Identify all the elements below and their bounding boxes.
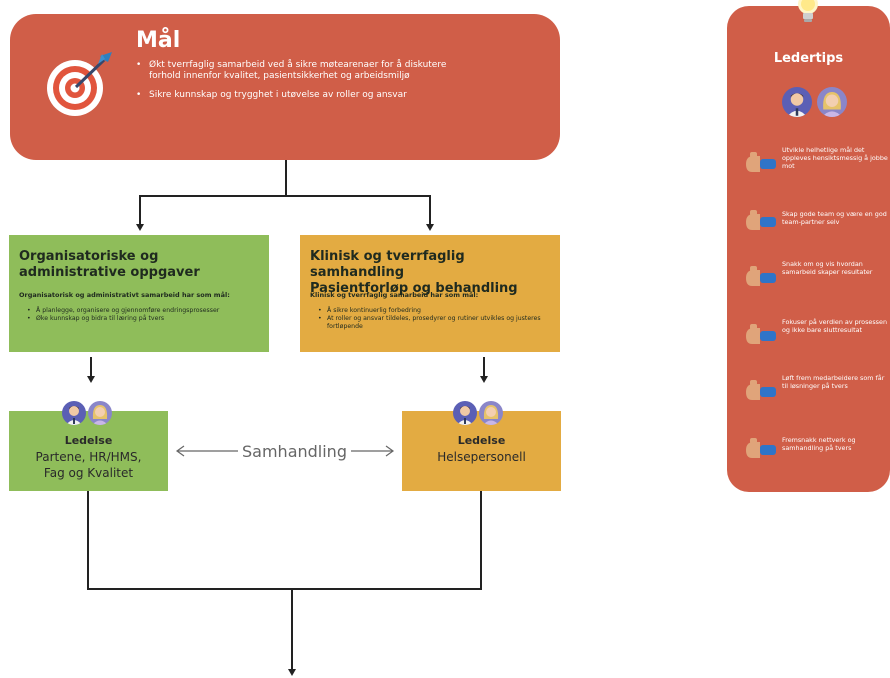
clinical-bullet: Å sikre kontinuerlig forbedring <box>318 307 546 315</box>
leadership-left-line: Fag og Kvalitet <box>43 466 134 480</box>
thumbs-up-icon <box>746 324 776 344</box>
arrowhead <box>480 376 488 383</box>
connector-line <box>285 160 287 196</box>
target-with-arrow-icon <box>47 52 112 116</box>
clinical-subtitle: Klinisk og tverrfaglig samarbeid har som… <box>310 291 479 299</box>
connector-line <box>483 357 485 377</box>
clinical-bullet: At roller og ansvar tildeles, prosedyrer… <box>318 315 546 331</box>
lightbulb-icon <box>798 0 818 22</box>
tip-item: Skap gode team og være en god team-partn… <box>744 204 890 240</box>
tip-text: Løft frem medarbeidere som får til løsni… <box>782 374 885 390</box>
tip-text: Fremsnakk nettverk og samhandling på tve… <box>782 436 856 452</box>
tip-item: Løft frem medarbeidere som får til løsni… <box>744 374 890 410</box>
goal-item: Sikre kunnskap og trygghet i utøvelse av… <box>136 90 456 101</box>
org-bullet: Øke kunnskap og bidra til læring på tver… <box>27 315 255 323</box>
man-avatar-icon <box>782 87 812 117</box>
arrowhead <box>136 224 144 231</box>
leadership-left-title: Ledelse <box>64 434 113 447</box>
leadership-right-title: Ledelse <box>457 434 506 447</box>
org-title-line: Organisatoriske og <box>19 249 159 264</box>
goal-list: Økt tverrfaglig samarbeid ved å sikre mø… <box>136 60 456 109</box>
org-admin-bullets: Å planlegge, organisere og gjennomføre e… <box>27 307 255 323</box>
leadership-right-line: Helsepersonell <box>437 450 526 464</box>
connector-line <box>139 195 141 225</box>
org-admin-title: Organisatoriske og administrative oppgav… <box>19 249 200 281</box>
tip-item: Fokuser på verdien av prosessen og ikke … <box>744 318 890 354</box>
org-bullet: Å planlegge, organisere og gjennomføre e… <box>27 307 255 315</box>
clinical-title-line: Klinisk og tverrfaglig samhandling <box>310 249 465 280</box>
goal-item: Økt tverrfaglig samarbeid ved å sikre mø… <box>136 60 456 82</box>
arrowhead <box>426 224 434 231</box>
woman-avatar-icon <box>479 401 503 425</box>
connector-line <box>90 357 92 377</box>
goal-title: Mål <box>136 28 181 53</box>
connector-line <box>480 491 482 589</box>
clinical-title-line: Pasientforløp og behandling <box>310 281 518 296</box>
arrowhead <box>288 669 296 676</box>
connector-line <box>87 588 482 590</box>
leader-tips-card <box>727 6 890 492</box>
clinical-box: Klinisk og tverrfaglig samhandling Pasie… <box>300 235 560 352</box>
connector-line <box>429 195 431 225</box>
thumbs-up-icon <box>746 210 776 230</box>
org-admin-box: Organisatoriske og administrative oppgav… <box>9 235 269 352</box>
tip-item: Utvikle helhetlige mål det oppleves hens… <box>744 146 890 182</box>
tip-item: Snakk om og vis hvordan samarbeid skaper… <box>744 260 890 296</box>
collaboration-label: Samhandling <box>238 442 351 461</box>
clinical-title: Klinisk og tverrfaglig samhandling Pasie… <box>310 249 560 297</box>
tip-text: Snakk om og vis hvordan samarbeid skaper… <box>782 260 873 276</box>
arrowhead <box>87 376 95 383</box>
thumbs-up-icon <box>746 438 776 458</box>
leadership-left-box: Ledelse Partene, HR/HMS, Fag og Kvalitet <box>9 411 168 491</box>
connector-line <box>87 491 89 589</box>
tip-item: Fremsnakk nettverk og samhandling på tve… <box>744 432 890 468</box>
leadership-right-box: Ledelse Helsepersonell <box>402 411 561 491</box>
clinical-bullets: Å sikre kontinuerlig forbedring At rolle… <box>318 307 546 331</box>
connector-line <box>291 588 293 670</box>
org-admin-subtitle: Organisatorisk og administrativt samarbe… <box>19 291 230 299</box>
connector-line <box>139 195 431 197</box>
man-avatar-icon <box>453 401 477 425</box>
leader-tips-title: Ledertips <box>773 51 844 66</box>
tip-text: Fokuser på verdien av prosessen og ikke … <box>782 318 887 334</box>
woman-avatar-icon <box>817 87 847 117</box>
thumbs-up-icon <box>746 152 776 172</box>
thumbs-up-icon <box>746 380 776 400</box>
woman-avatar-icon <box>88 401 112 425</box>
leadership-left-line: Partene, HR/HMS, <box>35 450 142 464</box>
man-avatar-icon <box>62 401 86 425</box>
tip-text: Skap gode team og være en god team-partn… <box>782 210 887 226</box>
tip-text: Utvikle helhetlige mål det oppleves hens… <box>782 146 888 170</box>
thumbs-up-icon <box>746 266 776 286</box>
org-title-line: administrative oppgaver <box>19 265 200 280</box>
